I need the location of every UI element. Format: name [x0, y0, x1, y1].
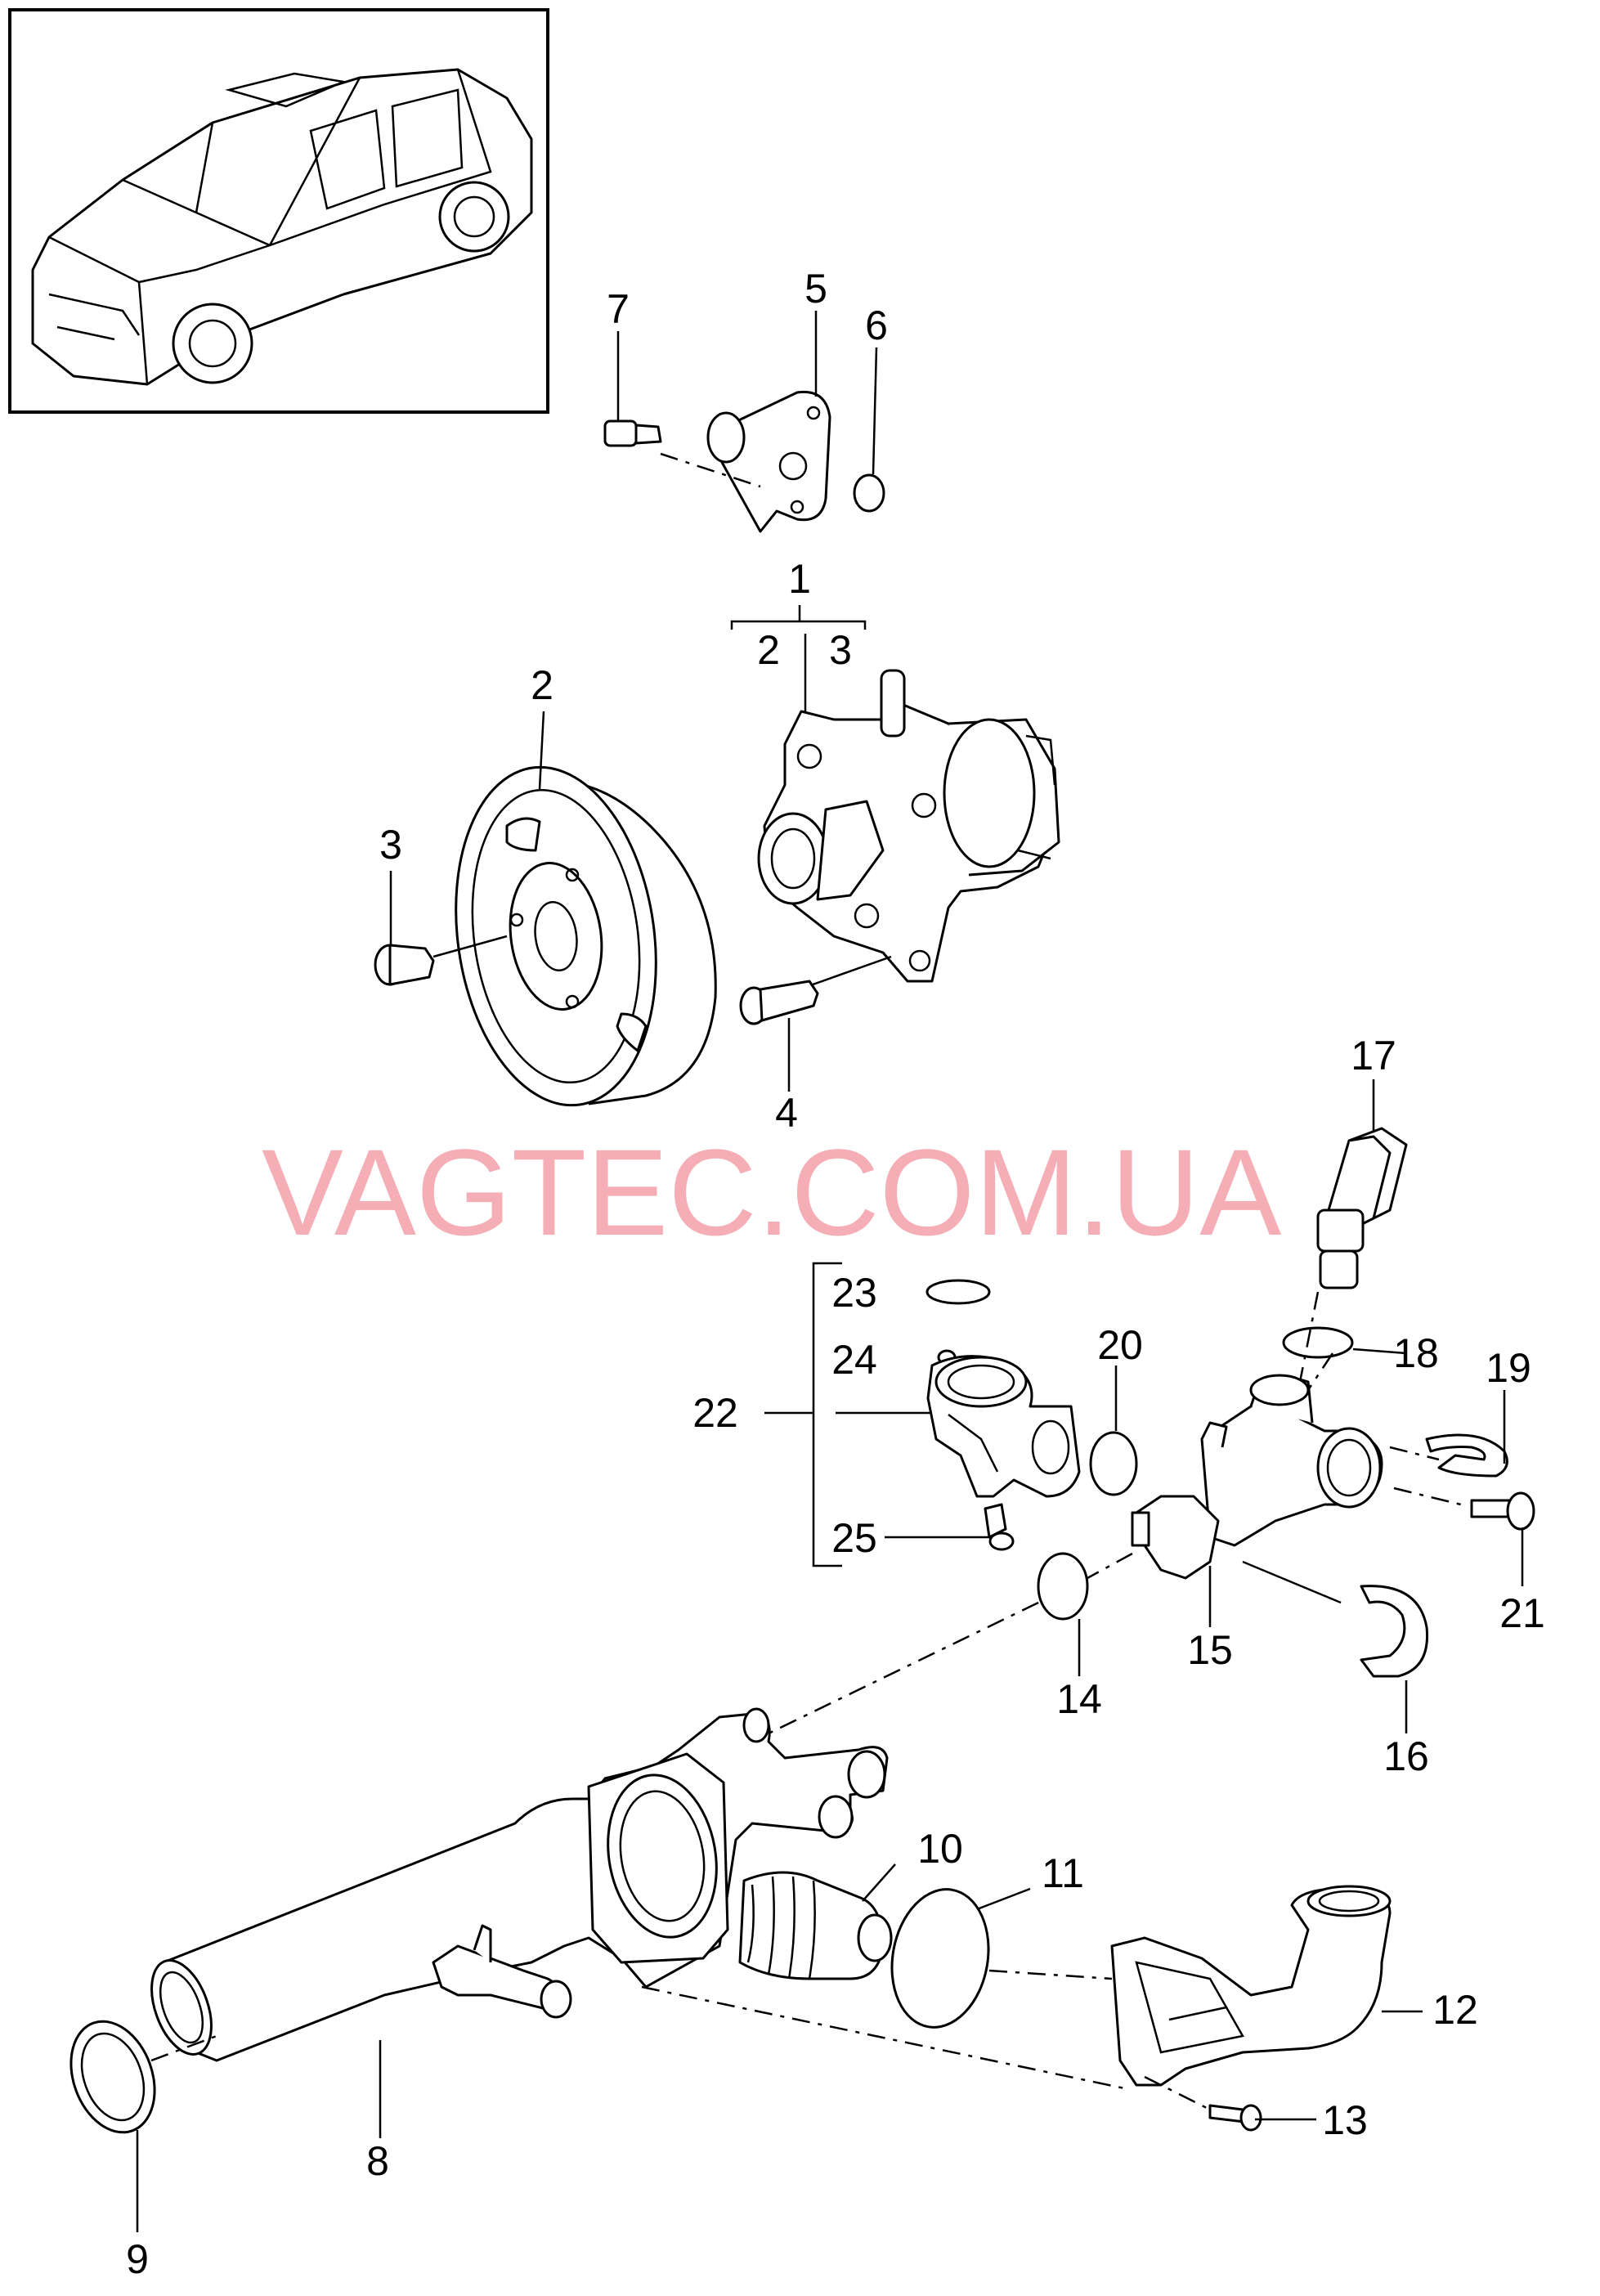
- part-label-p24: 24: [831, 1337, 877, 1383]
- part-label-p17: 17: [1351, 1033, 1396, 1078]
- part-4-bolt: [739, 980, 819, 1025]
- part-label-p8: 8: [366, 2138, 389, 2184]
- part-5-pipe-flange: [706, 390, 831, 533]
- part-label-p3: 3: [379, 822, 402, 868]
- part-label-p1: 1: [788, 556, 811, 602]
- part-2-pulley: [455, 765, 717, 1107]
- part-20-o-ring: [1089, 1431, 1138, 1496]
- part-25-bolt: [984, 1503, 1015, 1551]
- part-17-temp-sensor: [1316, 1127, 1408, 1289]
- part-label-p6: 6: [865, 303, 888, 348]
- part-label-p2a: 2: [757, 627, 780, 673]
- part-3-bolt: [374, 944, 435, 986]
- part-12-elbow-cover: [1110, 1885, 1392, 2087]
- part-label-p23: 23: [831, 1270, 877, 1316]
- part-23-o-ring: [925, 1279, 991, 1305]
- part-label-p13: 13: [1322, 2097, 1368, 2143]
- part-label-p21: 21: [1499, 1590, 1545, 1636]
- part-19-clip: [1425, 1433, 1508, 1478]
- part-label-p4: 4: [775, 1090, 798, 1136]
- part-label-p15: 15: [1187, 1627, 1233, 1673]
- part-label-p11: 11: [1042, 1850, 1084, 1896]
- part-label-p5: 5: [804, 266, 827, 312]
- part-11-o-ring: [890, 1888, 990, 2029]
- part-9-seal: [69, 2020, 156, 2134]
- part-10-thermostat: [738, 1871, 893, 1980]
- part-label-p3a: 3: [829, 627, 852, 673]
- part-label-p10: 10: [917, 1826, 963, 1872]
- part-8-coolant-pipe: [150, 1707, 889, 2062]
- part-label-p22: 22: [692, 1390, 738, 1436]
- part-label-p20: 20: [1097, 1322, 1143, 1368]
- part-label-p12: 12: [1432, 1987, 1478, 2033]
- part-label-p9: 9: [126, 2236, 149, 2282]
- part-22-thermostat-housing: [926, 1355, 1081, 1498]
- part-1-water-pump: [757, 669, 1060, 983]
- part-label-p2: 2: [531, 662, 554, 708]
- watermark-text: VAGTEC.COM.UA: [262, 1123, 1281, 1261]
- part-13-screw: [1208, 2104, 1262, 2132]
- part-label-p19: 19: [1486, 1345, 1531, 1391]
- vehicle-thumbnail: [8, 8, 549, 414]
- part-7-bolt: [603, 419, 662, 447]
- part-label-p16: 16: [1383, 1733, 1429, 1779]
- part-label-p18: 18: [1393, 1330, 1439, 1376]
- part-15-connector: [1131, 1374, 1383, 1580]
- part-label-p25: 25: [831, 1515, 877, 1561]
- part-21-bolt: [1470, 1491, 1535, 1531]
- part-18-o-ring: [1282, 1326, 1354, 1359]
- part-14-o-ring: [1037, 1552, 1089, 1621]
- part-label-p14: 14: [1056, 1676, 1102, 1722]
- part-label-p7: 7: [607, 286, 630, 332]
- part-16-clip: [1360, 1585, 1429, 1678]
- part-6-o-ring: [853, 473, 885, 513]
